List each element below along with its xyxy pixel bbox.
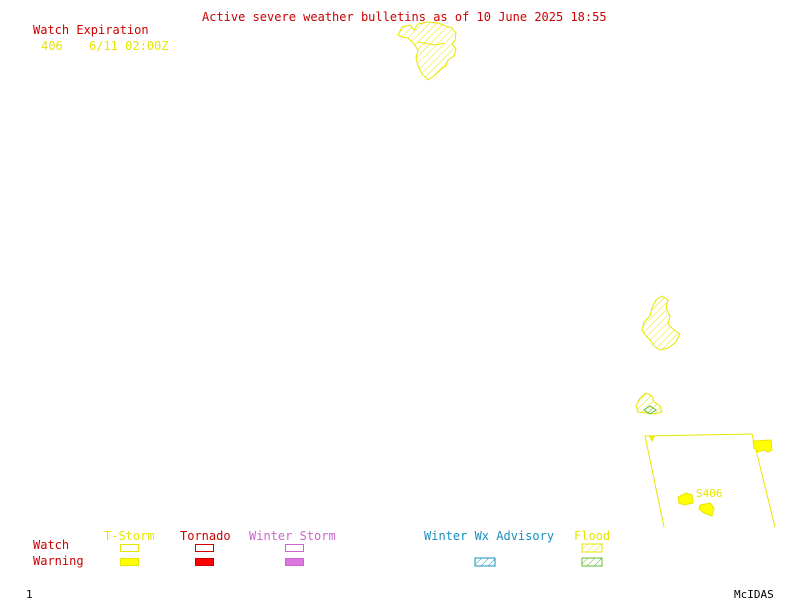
tornado-watch-swatch <box>195 544 214 552</box>
winter-storm-watch-swatch <box>285 544 304 552</box>
flood-watch-region-north <box>397 21 457 81</box>
legend-header-winter-advisory: Winter Wx Advisory <box>424 529 555 543</box>
tstorm-watch-swatch <box>120 544 139 552</box>
legend-header-tstorm: T-Storm <box>104 529 155 543</box>
tornado-warning-swatch <box>195 558 214 566</box>
legend-header-flood: Flood <box>574 529 611 543</box>
watch-expiration-time: 6/11 02:00Z <box>89 39 169 53</box>
tstorm-warning-swatch <box>120 558 139 566</box>
legend-header-tornado: Tornado <box>180 529 231 543</box>
flood-warning-swatch <box>581 557 603 567</box>
legend-row-watch: Watch <box>33 538 70 552</box>
winter-advisory-warning-swatch <box>474 557 496 567</box>
legend-row-warning: Warning <box>33 554 84 568</box>
flood-watch-swatch <box>581 543 603 553</box>
tstorm-warning-polygons <box>677 439 773 517</box>
flood-warning-region-small <box>635 392 663 415</box>
tstorm-watch-406-outline <box>644 433 776 528</box>
legend-header-winter-storm: Winter Storm <box>249 529 336 543</box>
watch-label-s406: S406 <box>696 487 723 500</box>
watch-expiration-title: Watch Expiration <box>33 23 149 37</box>
winter-storm-warning-swatch <box>285 558 304 566</box>
watch-expiration-entry: 406 6/11 02:00Z <box>33 40 168 79</box>
app-name: McIDAS <box>734 588 774 600</box>
frame-number: 1 <box>26 588 33 600</box>
watch-number: 406 <box>41 39 63 53</box>
flood-watch-region-east <box>641 295 681 351</box>
page-title: Active severe weather bulletins as of 10… <box>202 10 607 24</box>
